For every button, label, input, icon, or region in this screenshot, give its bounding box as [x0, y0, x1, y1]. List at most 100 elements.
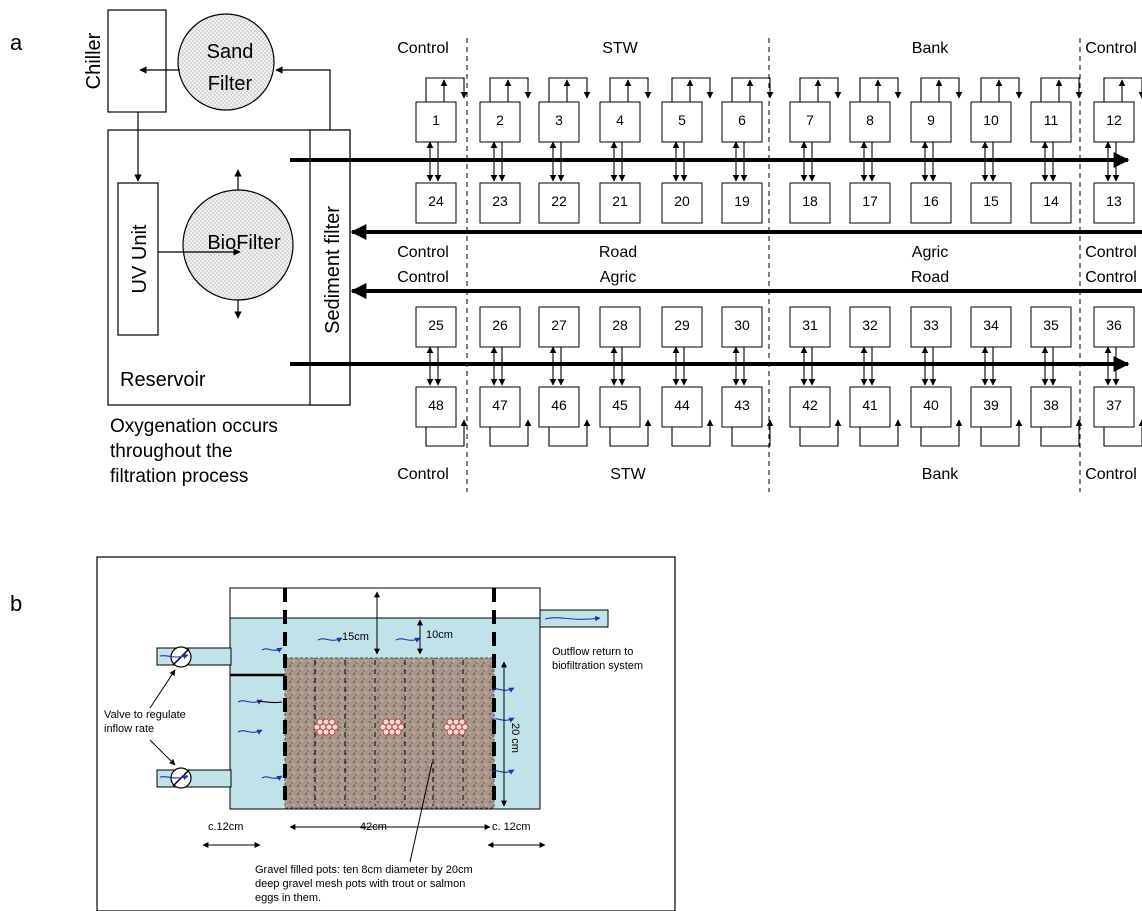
row2-bottom-label-control-right: Control [1085, 466, 1137, 483]
tank-1: 1 [415, 101, 457, 143]
tank-number: 4 [616, 112, 624, 128]
tank-number: 14 [1043, 193, 1059, 209]
row2-top-label-control-right: Control [1085, 269, 1137, 286]
tank-45: 45 [599, 386, 641, 428]
tank-number: 24 [428, 193, 444, 209]
outflow-label-line-1: Outflow return to [552, 646, 633, 658]
tank-28: 28 [599, 306, 641, 348]
tank-37: 37 [1093, 386, 1135, 428]
tank-number: 30 [734, 317, 750, 333]
tank-48: 48 [415, 386, 457, 428]
valve-label-line-2: inflow rate [104, 723, 154, 735]
tank-40: 40 [910, 386, 952, 428]
tank-number: 45 [612, 397, 628, 413]
row1-bottom-label-road: Road [599, 244, 637, 261]
row2-bottom-label-bank: Bank [922, 466, 959, 483]
tank-number: 7 [806, 112, 814, 128]
uv-unit: UV Unit [117, 182, 159, 336]
sand-filter: Sand Filter [177, 13, 275, 111]
width-mid-label: 42cm [360, 821, 387, 833]
tank-46: 46 [538, 386, 580, 428]
tank-23: 23 [479, 182, 521, 224]
sediment-filter: Sediment filter [309, 129, 351, 406]
tank-number: 13 [1106, 193, 1122, 209]
row1-bottom-label-agric: Agric [912, 244, 948, 261]
overflow-loop [859, 419, 902, 447]
tank-17: 17 [849, 182, 891, 224]
tank-30: 30 [721, 306, 763, 348]
egg-cluster-3 [443, 718, 469, 736]
overflow-loop [920, 77, 963, 102]
tank-36: 36 [1093, 306, 1135, 348]
overflow-loop [425, 77, 468, 102]
group-labels: Control STW Bank Control Control Road Ag… [397, 40, 1137, 483]
tank-number: 17 [862, 193, 878, 209]
outflow-label-line-2: biofiltration system [552, 660, 643, 672]
chiller-label: Chiller [83, 32, 105, 89]
row2-top-label-agric: Agric [600, 269, 636, 286]
tank-32: 32 [849, 306, 891, 348]
tank-number: 31 [802, 317, 818, 333]
overflow-loop [799, 77, 842, 102]
tank-2: 2 [479, 101, 521, 143]
tank-33: 33 [910, 306, 952, 348]
tank-43: 43 [721, 386, 763, 428]
tank-18: 18 [789, 182, 831, 224]
tank-number: 39 [983, 397, 999, 413]
label-15cm: 15cm [342, 631, 369, 643]
tank-8: 8 [849, 101, 891, 143]
overflow-loop [980, 77, 1023, 102]
tank-21: 21 [599, 182, 641, 224]
overflow-loop [671, 77, 714, 102]
tank-13: 13 [1093, 182, 1135, 224]
egg-cluster-1 [313, 718, 339, 736]
overflow-loop [980, 419, 1023, 447]
tank-19: 19 [721, 182, 763, 224]
row1-bottom-label-control-left: Control [397, 244, 449, 261]
row1-top-label-bank: Bank [912, 40, 949, 57]
overflow-loop [859, 77, 902, 102]
overflow-loop [489, 77, 532, 102]
tank-number: 34 [983, 317, 999, 333]
valve-leader-lines [149, 669, 176, 766]
row2-bottom-label-stw: STW [610, 466, 646, 483]
oxygenation-line-3: filtration process [110, 466, 248, 487]
overflow-loop [920, 419, 963, 447]
tank-number: 22 [551, 193, 567, 209]
tank-number: 9 [927, 112, 935, 128]
biofilter: BioFilter [182, 189, 294, 301]
tank-number: 42 [802, 397, 818, 413]
tank-number: 38 [1043, 397, 1059, 413]
tank-number: 8 [866, 112, 874, 128]
tank-number: 26 [492, 317, 508, 333]
tank-number: 5 [678, 112, 686, 128]
tank-24: 24 [415, 182, 457, 224]
tank-number: 3 [555, 112, 563, 128]
tank-number: 1 [432, 112, 440, 128]
tank-47: 47 [479, 386, 521, 428]
panel-a-label: a [10, 30, 23, 55]
flume-tank [156, 587, 609, 810]
tank-25: 25 [415, 306, 457, 348]
sediment-filter-label: Sediment filter [322, 206, 344, 334]
tank-number: 10 [983, 112, 999, 128]
tank-7: 7 [789, 101, 831, 143]
tank-number: 44 [674, 397, 690, 413]
tank-27: 27 [538, 306, 580, 348]
tank-15: 15 [970, 182, 1012, 224]
tank-number: 27 [551, 317, 567, 333]
tank-6: 6 [721, 101, 763, 143]
tank-number: 47 [492, 397, 508, 413]
row2-bottom-label-control-left: Control [397, 466, 449, 483]
tank-38: 38 [1030, 386, 1072, 428]
overflow-loop [799, 419, 842, 447]
overflow-loop [671, 419, 714, 447]
gravel-note-line-3: eggs in them. [255, 892, 321, 904]
panel-b-label: b [10, 591, 22, 616]
overflow-loop [1040, 77, 1083, 102]
tank-4: 4 [599, 101, 641, 143]
gravel-note-line-2: deep gravel mesh pots with trout or salm… [255, 878, 465, 890]
tank-number: 36 [1106, 317, 1122, 333]
tank-number: 21 [612, 193, 628, 209]
